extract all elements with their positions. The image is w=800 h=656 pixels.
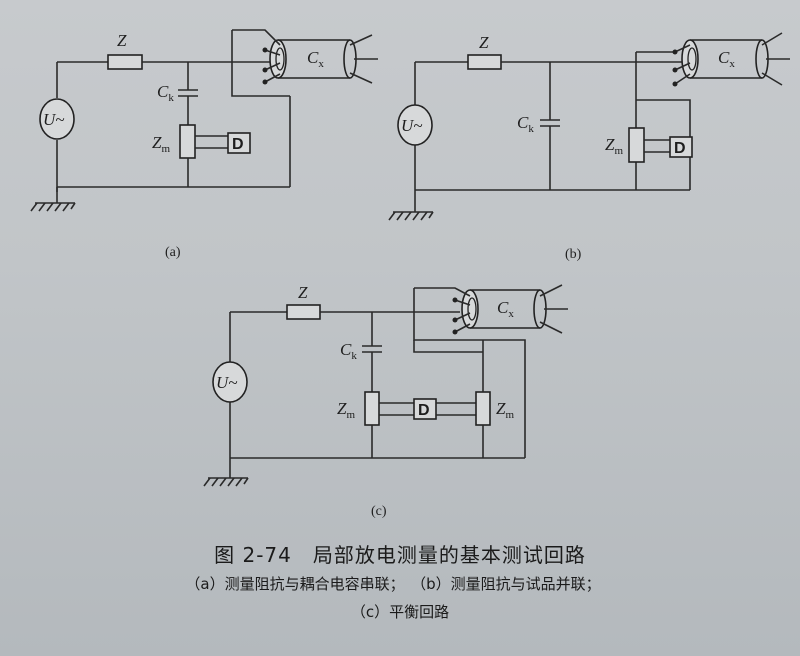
caption-b: （b）测量阻抗与试品并联； (418, 575, 601, 593)
detector-b (669, 136, 693, 158)
caption-a: （a）测量阻抗与耦合电容串联； (185, 575, 405, 593)
zm-label-b: Zm (605, 135, 623, 157)
zm-label-c1: Zm (337, 399, 355, 421)
z-label-b: Z (479, 33, 489, 52)
measuring-impedance-c2 (475, 391, 491, 426)
source-label-b: U~ (401, 116, 422, 135)
zm-label-c2: Zm (496, 399, 514, 421)
cx-label-c: Cx (497, 298, 514, 320)
measuring-impedance-c1 (364, 391, 380, 426)
caption-line-2: （c）平衡回路 (350, 603, 450, 621)
panel-label-b: (b) (565, 247, 582, 262)
figure-caption: 图 2-74 局部放电测量的基本测试回路 （a）测量阻抗与耦合电容串联； （b）测… (0, 540, 800, 626)
impedance-z-a (107, 54, 143, 70)
source-label-c: U~ (216, 373, 237, 392)
voltage-source-a (39, 98, 75, 140)
cx-label-b: Cx (718, 48, 735, 70)
voltage-source-c (212, 361, 248, 403)
circuit-c: U~ Z Ck Zm D Zm Cx (203, 283, 568, 487)
measuring-impedance-a (179, 124, 196, 159)
impedance-z-b (467, 54, 502, 70)
detector-label-a: D (232, 136, 244, 153)
zm-label-a: Zm (152, 133, 170, 155)
ck-label-c: Ck (340, 340, 357, 362)
ck-label-b: Ck (517, 113, 534, 135)
figure-title: 图 2-74 局部放电测量的基本测试回路 (214, 543, 586, 567)
voltage-source-b (397, 104, 433, 146)
detector-label-b: D (674, 140, 686, 157)
cx-label-a: Cx (307, 48, 324, 70)
source-label-a: U~ (43, 110, 64, 129)
z-label-c: Z (298, 283, 308, 302)
ck-label-a: Ck (157, 82, 174, 104)
caption-line-1: （a）测量阻抗与耦合电容串联； （b）测量阻抗与试品并联； (0, 570, 800, 598)
circuit-b: U~ Z Ck Zm D Cx (388, 32, 790, 221)
detector-label-c: D (418, 402, 430, 419)
detector-c (413, 398, 437, 420)
z-label-a: Z (117, 31, 127, 50)
panel-label-c: (c) (371, 504, 387, 519)
detector-a (227, 132, 251, 154)
panel-label-a: (a) (165, 245, 181, 260)
circuit-a: U~ Z Ck Zm D Cx (30, 29, 378, 212)
measuring-impedance-b (628, 127, 645, 163)
impedance-z-c (286, 304, 321, 320)
circuit-diagrams: U~ Z Ck Zm D Cx (30, 29, 790, 519)
